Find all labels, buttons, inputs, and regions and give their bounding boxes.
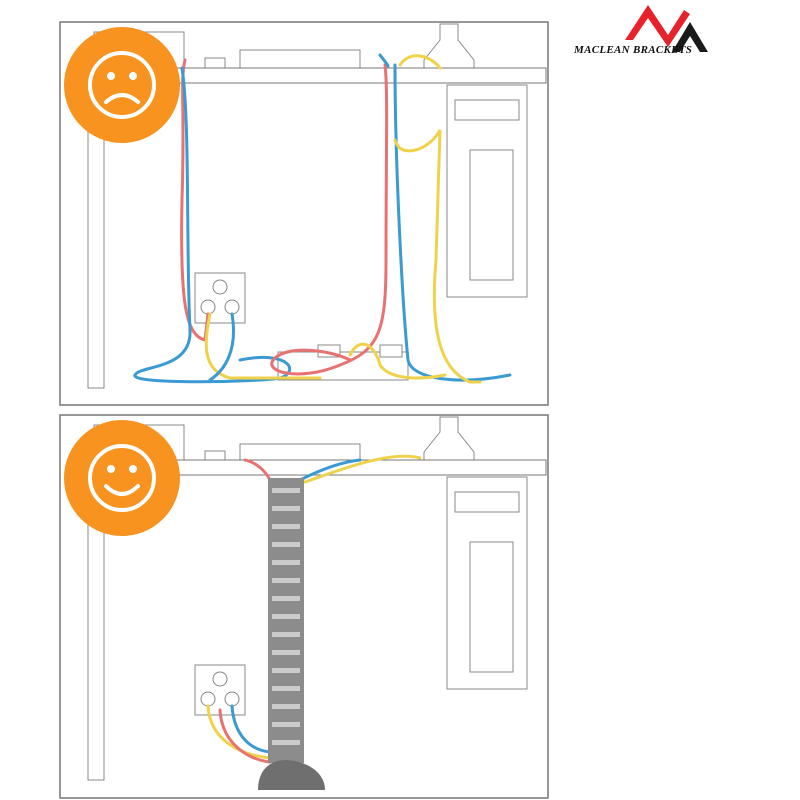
organizer-segment xyxy=(272,506,300,511)
organizer-segment xyxy=(272,686,300,691)
organizer-segment xyxy=(272,488,300,493)
organizer-segment xyxy=(272,668,300,673)
organizer-segment xyxy=(272,542,300,547)
organizer-segment xyxy=(272,614,300,619)
panel-organized-cables xyxy=(59,414,549,799)
organizer-segment xyxy=(272,578,300,583)
organizer-segment xyxy=(272,740,300,745)
organizer-segment xyxy=(272,650,300,655)
brand-name: MACLEAN BRACKETS xyxy=(574,44,693,56)
sad-face-icon xyxy=(64,27,180,143)
organizer-segment xyxy=(272,722,300,727)
organizer-segment xyxy=(272,596,300,601)
organizer-segment xyxy=(272,632,300,637)
cable-organizer-spine xyxy=(258,478,325,790)
organizer-segment xyxy=(272,560,300,565)
happy-face-icon xyxy=(64,420,180,536)
panel-messy-cables xyxy=(59,21,549,406)
brand-logo xyxy=(625,5,708,52)
organizer-segment xyxy=(272,704,300,709)
organizer-segment xyxy=(272,524,300,529)
